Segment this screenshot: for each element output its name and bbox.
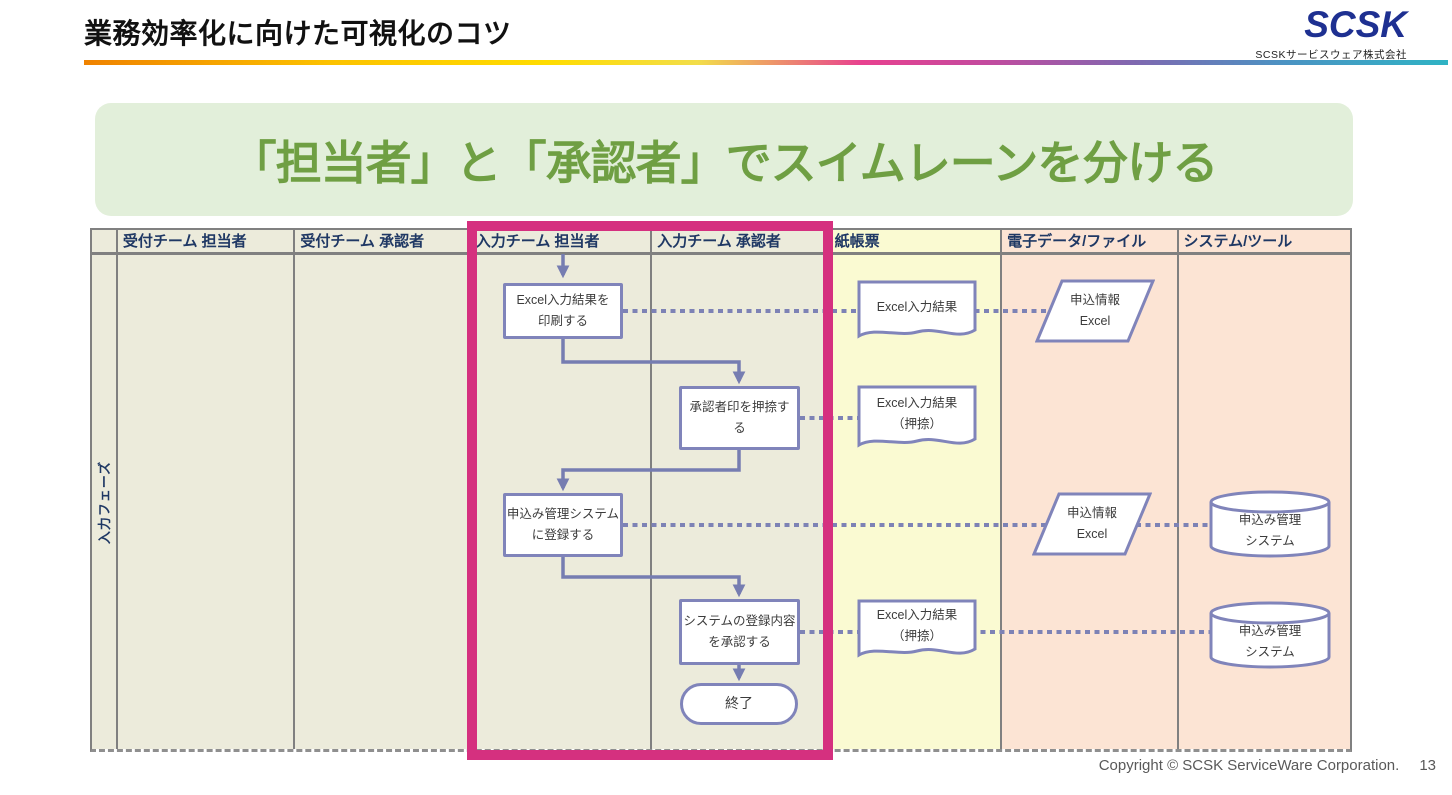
swimlane-diagram: 入力フェーズ 受付チーム 担当者 受付チーム 承認者 入力チーム 担当者 入力チ… — [90, 221, 1352, 760]
database-cylinder-icon — [1209, 490, 1331, 558]
lane-header-reception-shonin: 受付チーム 承認者 — [295, 230, 469, 255]
process-box-stamp-approval[interactable]: 承認者印を押捺す る — [679, 386, 800, 450]
copyright-text: Copyright © SCSK ServiceWare Corporation… — [1098, 757, 1400, 774]
page-number: 13 — [1419, 757, 1436, 774]
key-message-text: 「担当者」と「承認者」でスイムレーンを分ける — [230, 136, 1219, 189]
gradient-divider — [84, 60, 1448, 65]
lane-reception-shonin: 受付チーム 承認者 — [295, 230, 471, 749]
lane-header-paper-form: 紙帳票 — [829, 230, 1001, 255]
data-application-info-excel-1[interactable]: 申込情報 Excel — [1035, 279, 1155, 343]
scsk-logo: SCSK — [1304, 4, 1407, 45]
swimlane-table: 入力フェーズ 受付チーム 担当者 受付チーム 承認者 入力チーム 担当者 入力チ… — [90, 228, 1352, 752]
process-box-register-system[interactable]: 申込み管理システム に登録する — [503, 493, 623, 557]
key-message-banner: 「担当者」と「承認者」でスイムレーンを分ける — [95, 103, 1353, 216]
lane-header-system-tool: システム/ツール — [1178, 230, 1350, 255]
document-shape-icon — [857, 599, 977, 658]
company-logo: SCSK SCSKサービスウェア株式会社 — [1255, 4, 1407, 62]
footer: Copyright © SCSK ServiceWare Corporation… — [1099, 757, 1436, 774]
scsk-logo-subtitle: SCSKサービスウェア株式会社 — [1255, 48, 1407, 61]
page-title: 業務効率化に向けた可視化のコツ — [84, 18, 512, 49]
document-excel-result[interactable]: Excel入力結果 — [857, 280, 977, 346]
lane-header-input-tantosha: 入力チーム 担当者 — [470, 230, 651, 255]
lane-header-reception-tantosha: 受付チーム 担当者 — [117, 230, 294, 255]
lane-reception-tantosha: 受付チーム 担当者 — [117, 230, 296, 749]
database-cylinder-icon — [1209, 601, 1331, 669]
process-box-print-excel-result[interactable]: Excel入力結果を 印刷する — [503, 283, 623, 339]
document-excel-result-stamped-1[interactable]: Excel入力結果 （押捺） — [857, 385, 977, 455]
document-excel-result-stamped-2[interactable]: Excel入力結果 （押捺） — [857, 599, 977, 665]
process-box-approve-registration[interactable]: システムの登録内容 を承認する — [679, 599, 800, 665]
data-application-info-excel-2[interactable]: 申込情報 Excel — [1032, 492, 1152, 556]
parallelogram-shape-icon — [1035, 279, 1155, 343]
lane-phase-header — [92, 230, 116, 255]
lane-header-digital-data: 電子データ/ファイル — [1002, 230, 1177, 255]
system-application-management-2[interactable]: 申込み管理 システム — [1209, 601, 1331, 669]
document-shape-icon — [857, 385, 977, 448]
lane-input-shonin: 入力チーム 承認者 — [652, 230, 830, 749]
phase-label: 入力フェーズ — [97, 460, 113, 544]
end-terminator[interactable]: 終了 — [680, 683, 798, 725]
lane-phase: 入力フェーズ — [92, 230, 118, 749]
system-application-management-1[interactable]: 申込み管理 システム — [1209, 490, 1331, 558]
lane-header-input-shonin: 入力チーム 承認者 — [652, 230, 828, 255]
